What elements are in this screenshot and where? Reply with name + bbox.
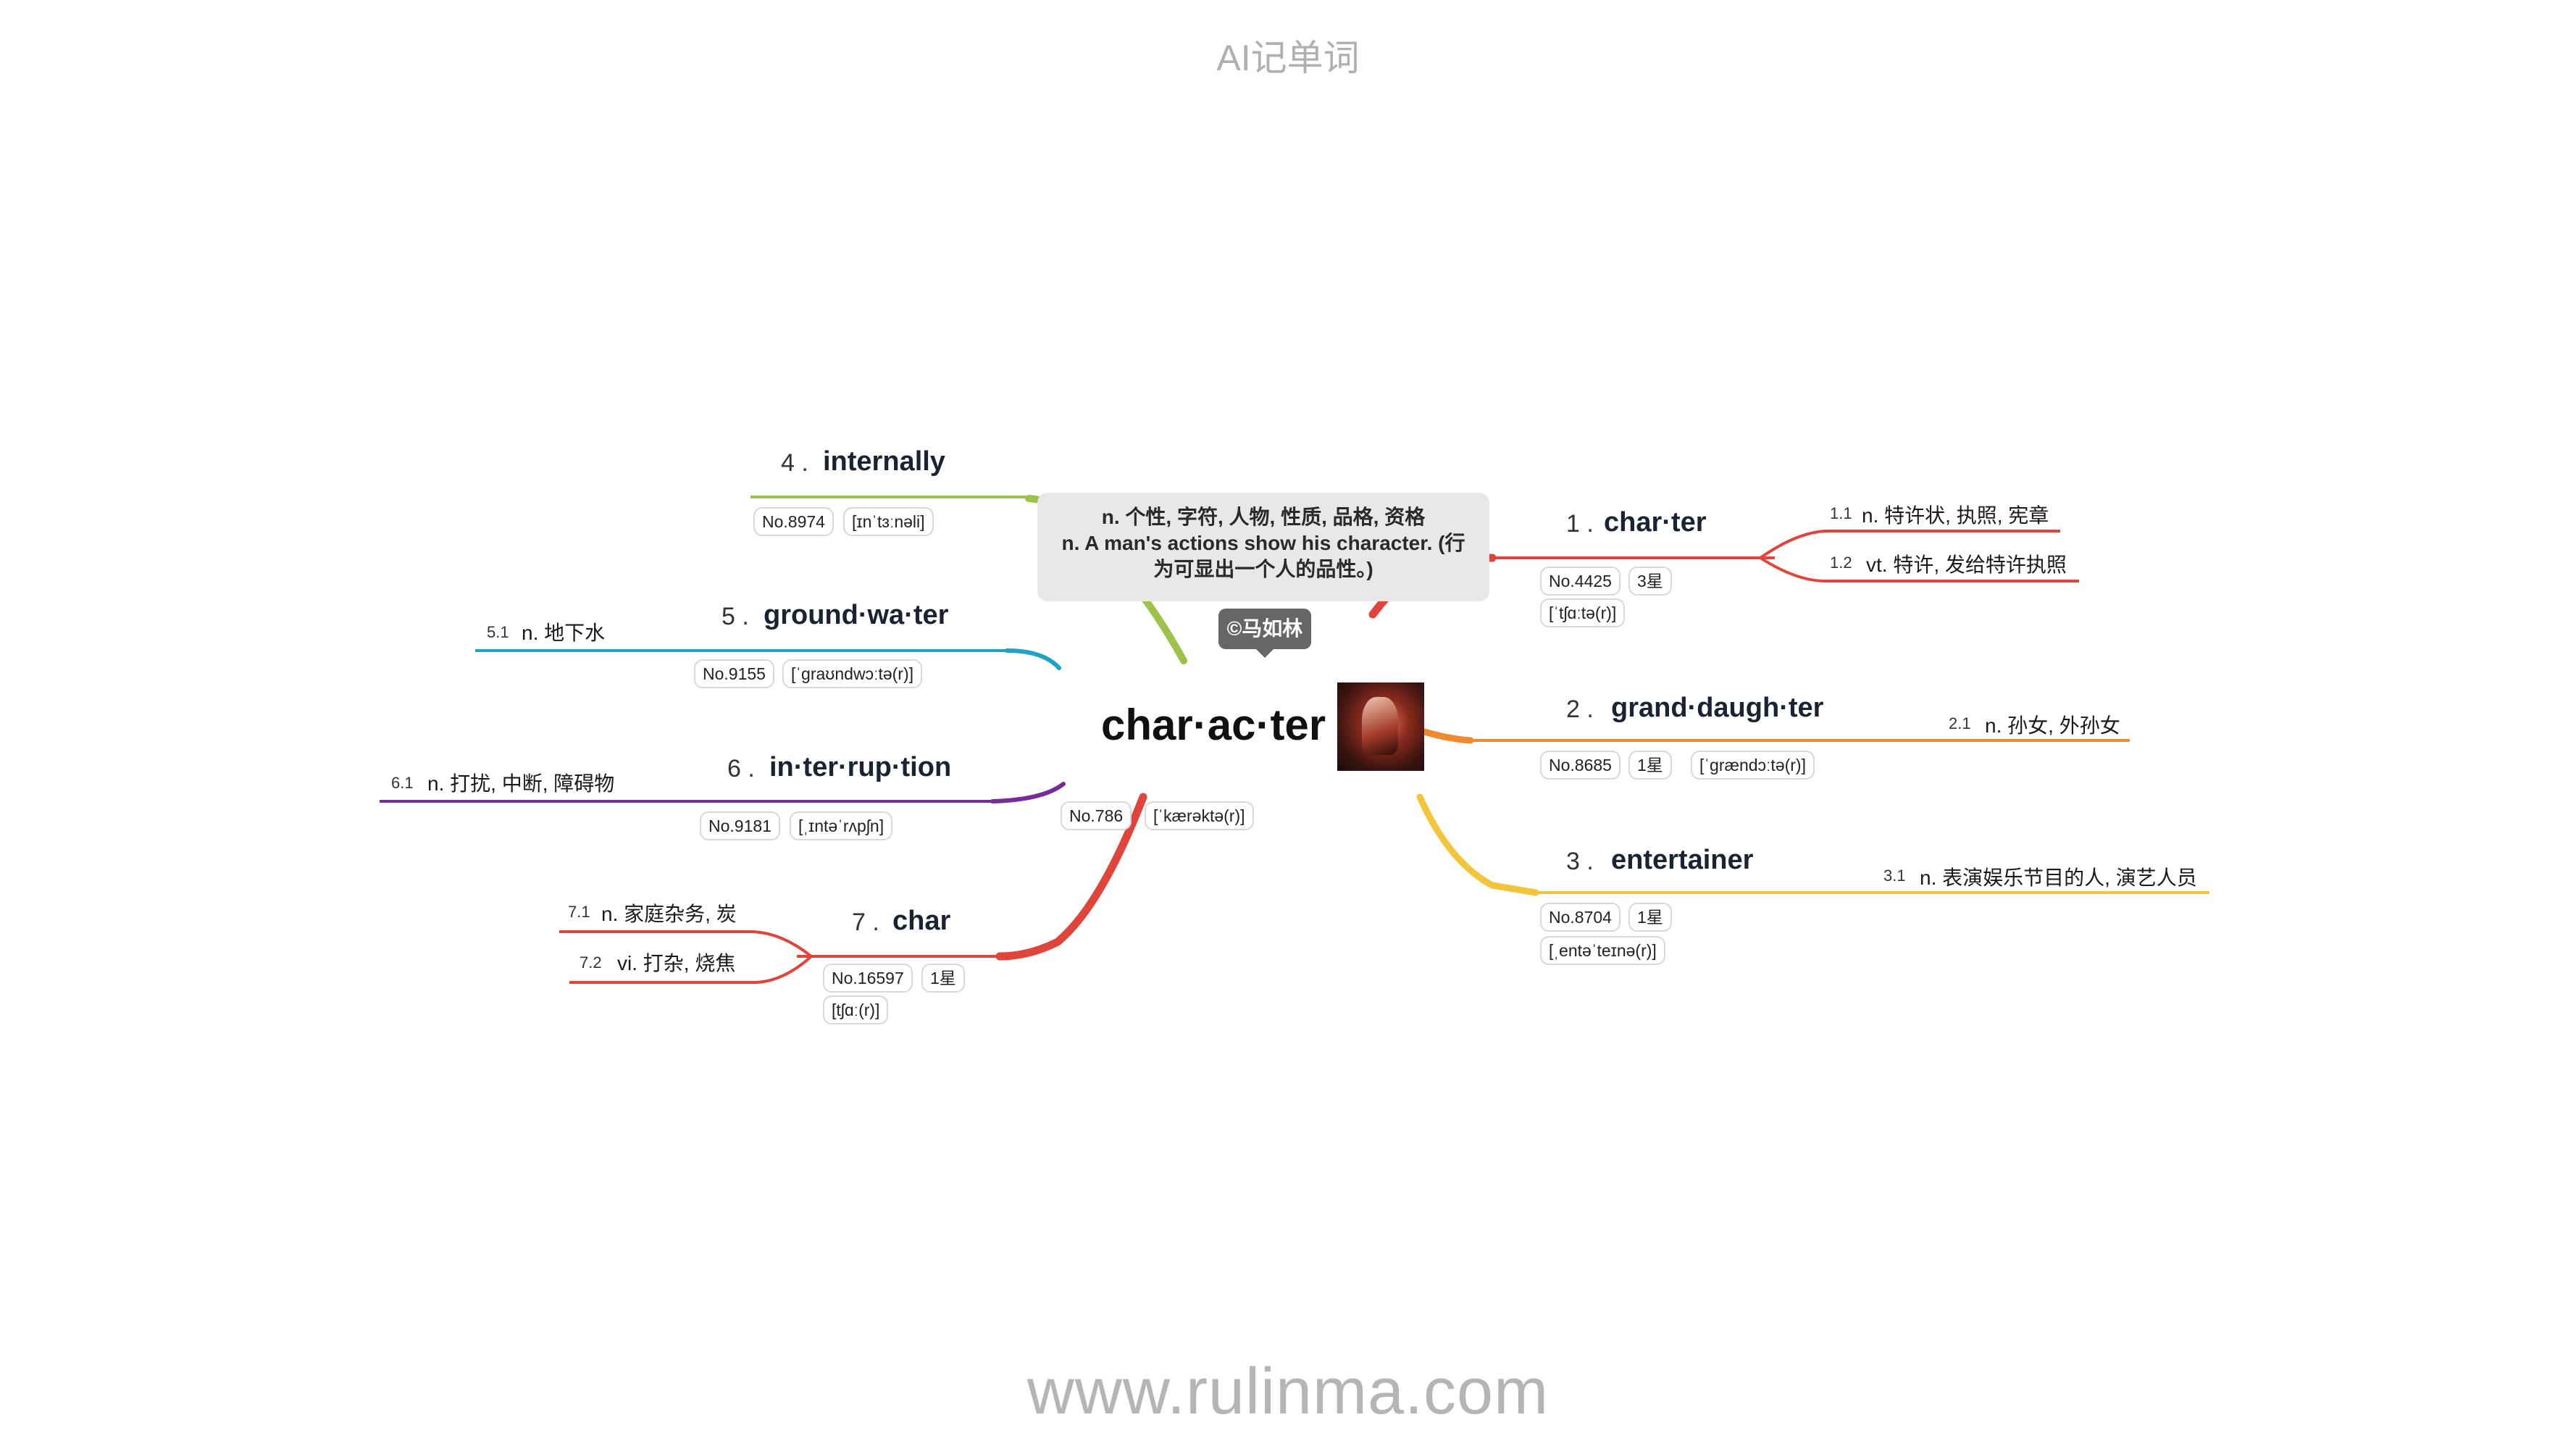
sub-definition[interactable]: n. 家庭杂务, 炭 <box>601 903 737 925</box>
sub-number: 6.1 <box>391 774 414 792</box>
sub-link-7-1 <box>559 930 813 958</box>
sub-definition[interactable]: n. 地下水 <box>522 622 606 644</box>
number-tag: No.9155 <box>694 659 774 688</box>
footer-url[interactable]: www.rulinma.com <box>1026 1356 1550 1428</box>
note-line-2: n. A man's actions show his character. (… <box>1061 532 1465 554</box>
branch-number: 7 . <box>852 909 879 936</box>
number-tag: No.8685 <box>1540 751 1621 780</box>
sub-definition[interactable]: n. 打扰, 中断, 障碍物 <box>427 772 615 795</box>
ipa-tag: [tʃɑː(r)] <box>823 995 889 1024</box>
number-tag: No.8974 <box>753 507 834 536</box>
branch-word[interactable]: entertainer <box>1611 845 1754 875</box>
connector-6 <box>990 782 1066 803</box>
connector-5 <box>1005 648 1061 670</box>
copyright-pointer <box>1256 649 1274 658</box>
ipa-tag: [ɪnˈtɜːnəli] <box>843 507 934 536</box>
sub-number: 1.2 <box>1830 554 1852 572</box>
number-tag: No.9181 <box>700 811 780 840</box>
branch-number: 4 . <box>781 449 808 477</box>
note-line-1: n. 个性, 字符, 人物, 性质, 品格, 资格 <box>1101 506 1426 528</box>
branch-word[interactable]: char <box>892 906 951 936</box>
sub-definition[interactable]: vi. 打杂, 烧焦 <box>617 952 736 974</box>
branch-number: 5 . <box>722 603 749 630</box>
stars-tag: 1星 <box>921 964 965 993</box>
sub-number: 1.1 <box>1830 504 1852 522</box>
number-tag: No.8704 <box>1540 903 1621 932</box>
branch-word[interactable]: internally <box>823 446 945 477</box>
sub-definition[interactable]: n. 孙女, 外孙女 <box>1985 714 2120 737</box>
note-line-3: 为可显出一个人的品性。) <box>1153 558 1373 580</box>
sub-number: 7.2 <box>580 953 602 972</box>
stars-tag: 1星 <box>1628 751 1672 780</box>
ipa-tag: [ˈɡrændɔːtə(r)] <box>1691 751 1815 780</box>
character-thumbnail-image <box>1337 682 1424 771</box>
ipa-tag: [ˈtʃɑːtə(r)] <box>1540 598 1626 627</box>
branch-number: 2 . <box>1566 696 1594 723</box>
ipa-tag: [ˈɡraʊndwɔːtə(r)] <box>782 659 922 688</box>
number-tag: No.4425 <box>1540 567 1621 596</box>
connector-2 <box>1421 728 1474 744</box>
branch-word[interactable]: in·ter·rup·tion <box>769 752 952 782</box>
number-tag: No.16597 <box>823 964 913 993</box>
ipa-tag: [ˌentəˈteɪnə(r)] <box>1540 936 1665 965</box>
sub-number: 5.1 <box>487 623 509 641</box>
branch-number: 3 . <box>1566 848 1594 875</box>
definition-note: n. 个性, 字符, 人物, 性质, 品格, 资格 n. A man's act… <box>1037 493 1489 601</box>
center-word[interactable]: char·ac·ter <box>1101 701 1326 749</box>
stars-tag: 3星 <box>1628 567 1672 596</box>
sub-definition[interactable]: n. 表演娱乐节目的人, 演艺人员 <box>1920 867 2197 889</box>
branch-word[interactable]: grand·daugh·ter <box>1611 693 1824 723</box>
sub-link-1-2 <box>1759 556 2079 582</box>
connector-7 <box>995 793 1147 961</box>
branch-number: 6 . <box>727 755 755 782</box>
branch-word[interactable]: ground·wa·ter <box>764 600 949 630</box>
sub-definition[interactable]: vt. 特许, 发给特许执照 <box>1866 554 2067 576</box>
copyright-badge: ©马如林 <box>1218 609 1311 649</box>
sub-link-1-1 <box>1759 530 2060 559</box>
connector-3 <box>1416 793 1539 896</box>
sub-definition[interactable]: n. 特许状, 执照, 宪章 <box>1862 504 2049 527</box>
branch-word[interactable]: char·ter <box>1604 507 1707 538</box>
sub-link-7-2 <box>569 955 813 984</box>
center-ipa-tag: [ˈkærəktə(r)] <box>1145 801 1254 830</box>
sub-number: 2.1 <box>1949 714 1971 732</box>
stars-tag: 1星 <box>1628 903 1672 932</box>
ipa-tag: [ˌɪntəˈrʌpʃn] <box>790 811 893 840</box>
branch-number: 1 . <box>1566 510 1594 538</box>
sub-number: 3.1 <box>1883 867 1906 885</box>
center-number-tag: No.786 <box>1061 801 1132 830</box>
sub-number: 7.1 <box>568 903 590 921</box>
header-title: AI记单词 <box>1216 38 1360 78</box>
